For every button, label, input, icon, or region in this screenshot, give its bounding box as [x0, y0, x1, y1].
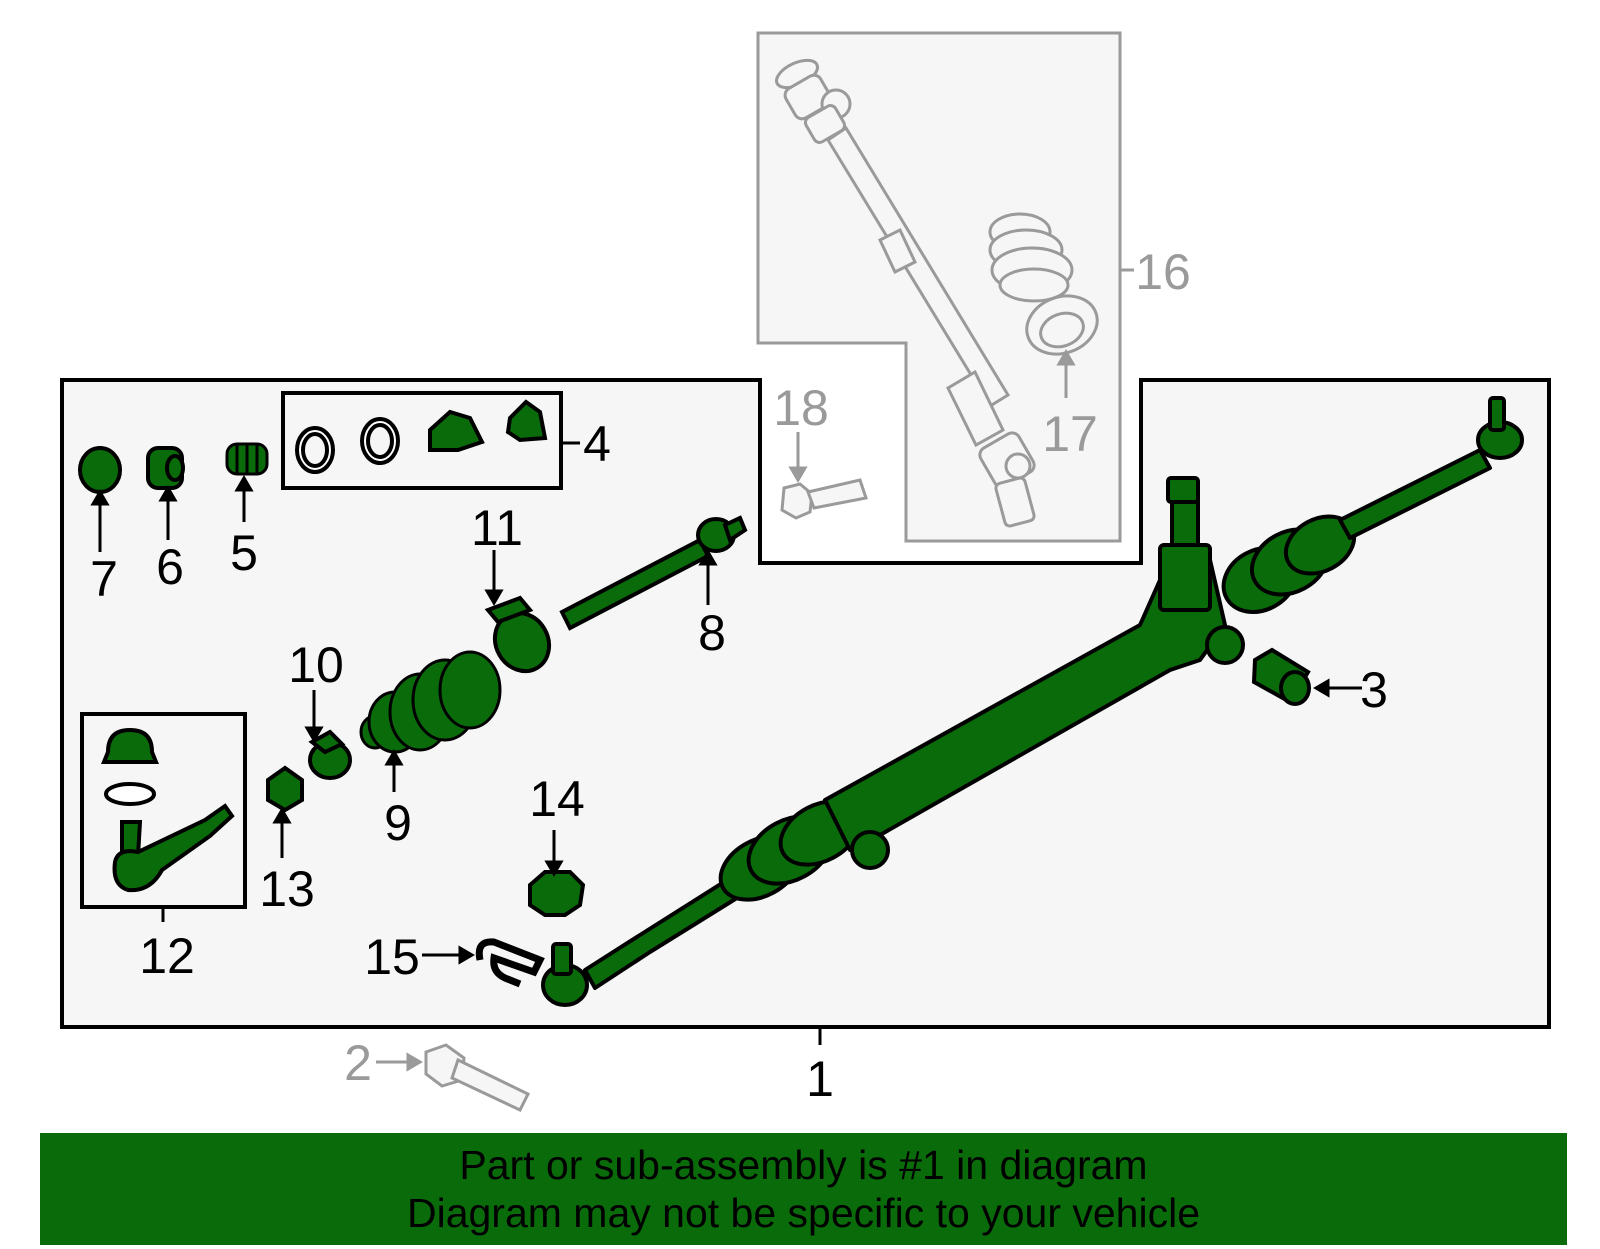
- callout-13: 13: [259, 861, 315, 917]
- leader-lines: [90, 441, 1362, 1045]
- seal-part[interactable]: [1019, 286, 1106, 363]
- part-9[interactable]: [359, 650, 502, 754]
- dust-boot-part[interactable]: [988, 212, 1074, 303]
- callout-9: 9: [384, 795, 412, 851]
- part-12-kit[interactable]: [101, 727, 235, 893]
- callout-18: 18: [773, 380, 829, 436]
- callout-7: 7: [90, 551, 118, 607]
- part-14[interactable]: [528, 870, 586, 917]
- part-8[interactable]: [559, 515, 748, 631]
- intermediate-shaft-part[interactable]: [772, 55, 1037, 528]
- callout-14: 14: [529, 771, 585, 827]
- leader-lines-grey: [376, 268, 1134, 1072]
- callout-17: 17: [1042, 406, 1098, 462]
- part-15[interactable]: [475, 938, 545, 988]
- part-10[interactable]: [308, 729, 352, 780]
- callout-11: 11: [471, 500, 523, 556]
- part-11[interactable]: [484, 595, 559, 681]
- part-13[interactable]: [266, 765, 304, 813]
- callout-2: 2: [344, 1035, 372, 1091]
- banner-line-2: Diagram may not be specific to your vehi…: [406, 1190, 1200, 1236]
- part-7[interactable]: [78, 446, 122, 494]
- part-3[interactable]: [1251, 647, 1311, 706]
- steering-gear-assembly[interactable]: [541, 396, 1524, 1007]
- callout-10: 10: [288, 637, 344, 693]
- callout-1: 1: [806, 1051, 834, 1107]
- callout-4: 4: [583, 416, 611, 472]
- bolt-18-part[interactable]: [780, 478, 868, 520]
- callout-6: 6: [156, 539, 184, 595]
- callout-12: 12: [139, 928, 195, 984]
- part-5[interactable]: [225, 442, 269, 476]
- callout-15: 15: [364, 929, 420, 985]
- callout-8: 8: [698, 605, 726, 661]
- bolt-2-part[interactable]: [424, 1043, 531, 1112]
- part-4-kit[interactable]: [295, 399, 548, 474]
- part-6[interactable]: [146, 446, 185, 490]
- info-banner: Part or sub-assembly is #1 in diagram Di…: [40, 1133, 1567, 1245]
- callout-5: 5: [230, 525, 258, 581]
- callout-3: 3: [1360, 662, 1388, 718]
- callout-16: 16: [1135, 244, 1191, 300]
- banner-line-1: Part or sub-assembly is #1 in diagram: [459, 1142, 1148, 1188]
